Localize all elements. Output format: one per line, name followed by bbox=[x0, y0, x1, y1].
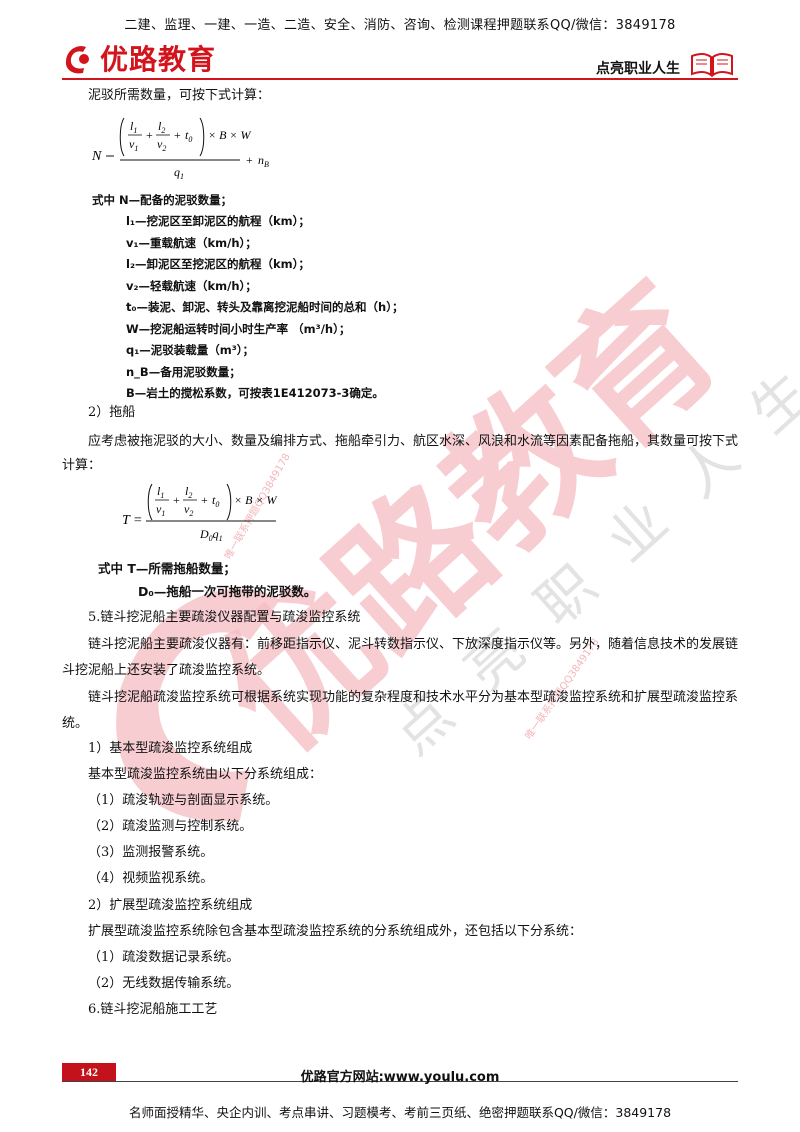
defs-1: 式中 N—配备的泥驳数量； l₁—挖泥区至卸泥区的航程（km）； v₁—重载航速… bbox=[92, 192, 692, 407]
svg-text:l1: l1 bbox=[130, 119, 137, 135]
list-item: （2）疏浚监测与控制系统。 bbox=[88, 819, 253, 834]
list-item: （1）疏浚数据记录系统。 bbox=[88, 950, 240, 965]
svg-text:T =: T = bbox=[122, 513, 142, 528]
svg-text:l2: l2 bbox=[158, 119, 165, 135]
svg-text:D0q1: D0q1 bbox=[199, 527, 223, 543]
sub2-intro: 扩展型疏浚监控系统除包含基本型疏浚监控系统的分系统组成外，还包括以下分系统： bbox=[88, 924, 583, 939]
logo-text: 优路教育 bbox=[100, 43, 217, 76]
list-item: （3）监测报警系统。 bbox=[88, 845, 214, 860]
svg-text:q1: q1 bbox=[174, 165, 184, 181]
sub1-intro: 基本型疏浚监控系统由以下分系统组成： bbox=[88, 767, 323, 782]
defs-2: 式中 T—所需拖船数量； D₀—拖船一次可拖带的泥驳数。 bbox=[98, 560, 316, 606]
def-line: 式中 N—配备的泥驳数量； bbox=[92, 193, 233, 207]
intro-text: 泥驳所需数量，可按下式计算： bbox=[88, 88, 271, 103]
sec5-paragraph-1: 链斗挖泥船主要疏浚仪器有：前移距指示仪、泥斗转数指示仪、下放深度指示仪等。另外，… bbox=[62, 637, 739, 678]
svg-text:t0: t0 bbox=[185, 128, 192, 144]
top-banner: 二建、监理、一建、一造、二造、安全、消防、咨询、检测课程押题联系QQ/微信：38… bbox=[124, 18, 676, 33]
svg-text:l1: l1 bbox=[157, 484, 164, 500]
svg-text:× B × W: × B × W bbox=[234, 493, 278, 507]
book-icon bbox=[691, 52, 733, 78]
svg-text:nB: nB bbox=[258, 153, 269, 169]
svg-text:+: + bbox=[173, 493, 180, 507]
sec6-title: 6.链斗挖泥船施工工艺 bbox=[88, 1002, 218, 1017]
def-line: v₂—轻载航速（km/h）； bbox=[126, 278, 257, 293]
sec2-title: 2）拖船 bbox=[88, 405, 136, 420]
logo: 优路教育 bbox=[62, 40, 216, 76]
list-item: （4）视频监视系统。 bbox=[88, 871, 214, 886]
svg-text:v1: v1 bbox=[129, 137, 138, 153]
def-line: l₂—卸泥区至挖泥区的航程（km）； bbox=[126, 257, 310, 271]
def-line: l₁—挖泥区至卸泥区的航程（km）； bbox=[126, 214, 310, 228]
page-number: 142 bbox=[62, 1063, 116, 1081]
sub1-title: 1）基本型疏浚监控系统组成 bbox=[88, 741, 253, 756]
svg-text:+: + bbox=[201, 493, 208, 507]
svg-text:v1: v1 bbox=[156, 502, 165, 518]
formula-barge-count: N l1 v1 + l2 v2 + t0 × B × W q1 + nB bbox=[91, 117, 269, 181]
sub1-list: （1）疏浚轨迹与剖面显示系统。 （2）疏浚监测与控制系统。 （3）监测报警系统。… bbox=[88, 792, 278, 896]
svg-text:v2: v2 bbox=[184, 502, 193, 518]
def-line: D₀—拖船一次可拖带的泥驳数。 bbox=[138, 584, 317, 599]
header-rule bbox=[62, 78, 738, 80]
svg-text:+: + bbox=[246, 153, 253, 167]
slogan: 点亮职业人生 bbox=[596, 61, 680, 77]
footer-rule bbox=[62, 1081, 738, 1082]
list-item: （1）疏浚轨迹与剖面显示系统。 bbox=[88, 793, 279, 808]
bottom-banner: 名师面授精华、央企内训、考点串讲、习题模考、考前三页纸、绝密押题联系QQ/微信：… bbox=[128, 1105, 672, 1120]
svg-text:+: + bbox=[174, 128, 181, 142]
svg-text:v2: v2 bbox=[157, 137, 166, 153]
def-line: t₀—装泥、卸泥、转头及靠离挖泥船时间的总和（h）； bbox=[126, 300, 404, 314]
sec2-paragraph: 应考虑被拖泥驳的大小、数量及编排方式、拖船牵引力、航区水深、风浪和水流等因素配备… bbox=[62, 434, 739, 473]
list-item: （2）无线数据传输系统。 bbox=[88, 976, 240, 991]
formula-tug-count: T = l1 v1 + l2 v2 + t0 × B × W D0q1 bbox=[122, 483, 278, 543]
logo-mark-icon bbox=[65, 46, 89, 74]
svg-text:l2: l2 bbox=[185, 484, 192, 500]
f1-lhs: N bbox=[91, 149, 102, 164]
f1-rest: × B × W bbox=[208, 128, 252, 142]
footer-site: 优路官方网站:www.youlu.com bbox=[300, 1070, 500, 1085]
svg-text:+: + bbox=[146, 128, 153, 142]
sec5-title: 5.链斗挖泥船主要疏浚仪器配置与疏浚监控系统 bbox=[88, 610, 361, 625]
def-line: q₁—泥驳装载量（m³）； bbox=[126, 343, 255, 357]
def-line: n_B—备用泥驳数量； bbox=[126, 364, 241, 379]
sub2-list: （1）疏浚数据记录系统。 （2）无线数据传输系统。 bbox=[88, 949, 239, 1001]
def-line: 式中 T—所需拖船数量； bbox=[98, 561, 236, 576]
def-line: B—岩土的搅松系数，可按表1E412073-3确定。 bbox=[126, 386, 384, 400]
sub2-title: 2）扩展型疏浚监控系统组成 bbox=[88, 898, 253, 913]
sec5-paragraph-2: 链斗挖泥船疏浚监控系统可根据系统实现功能的复杂程度和技术水平分为基本型疏浚监控系… bbox=[62, 690, 739, 731]
def-line: v₁—重载航速（km/h）； bbox=[126, 235, 257, 250]
def-line: W—挖泥船运转时间小时生产率 （m³/h）； bbox=[126, 321, 351, 336]
svg-text:t0: t0 bbox=[212, 493, 219, 509]
